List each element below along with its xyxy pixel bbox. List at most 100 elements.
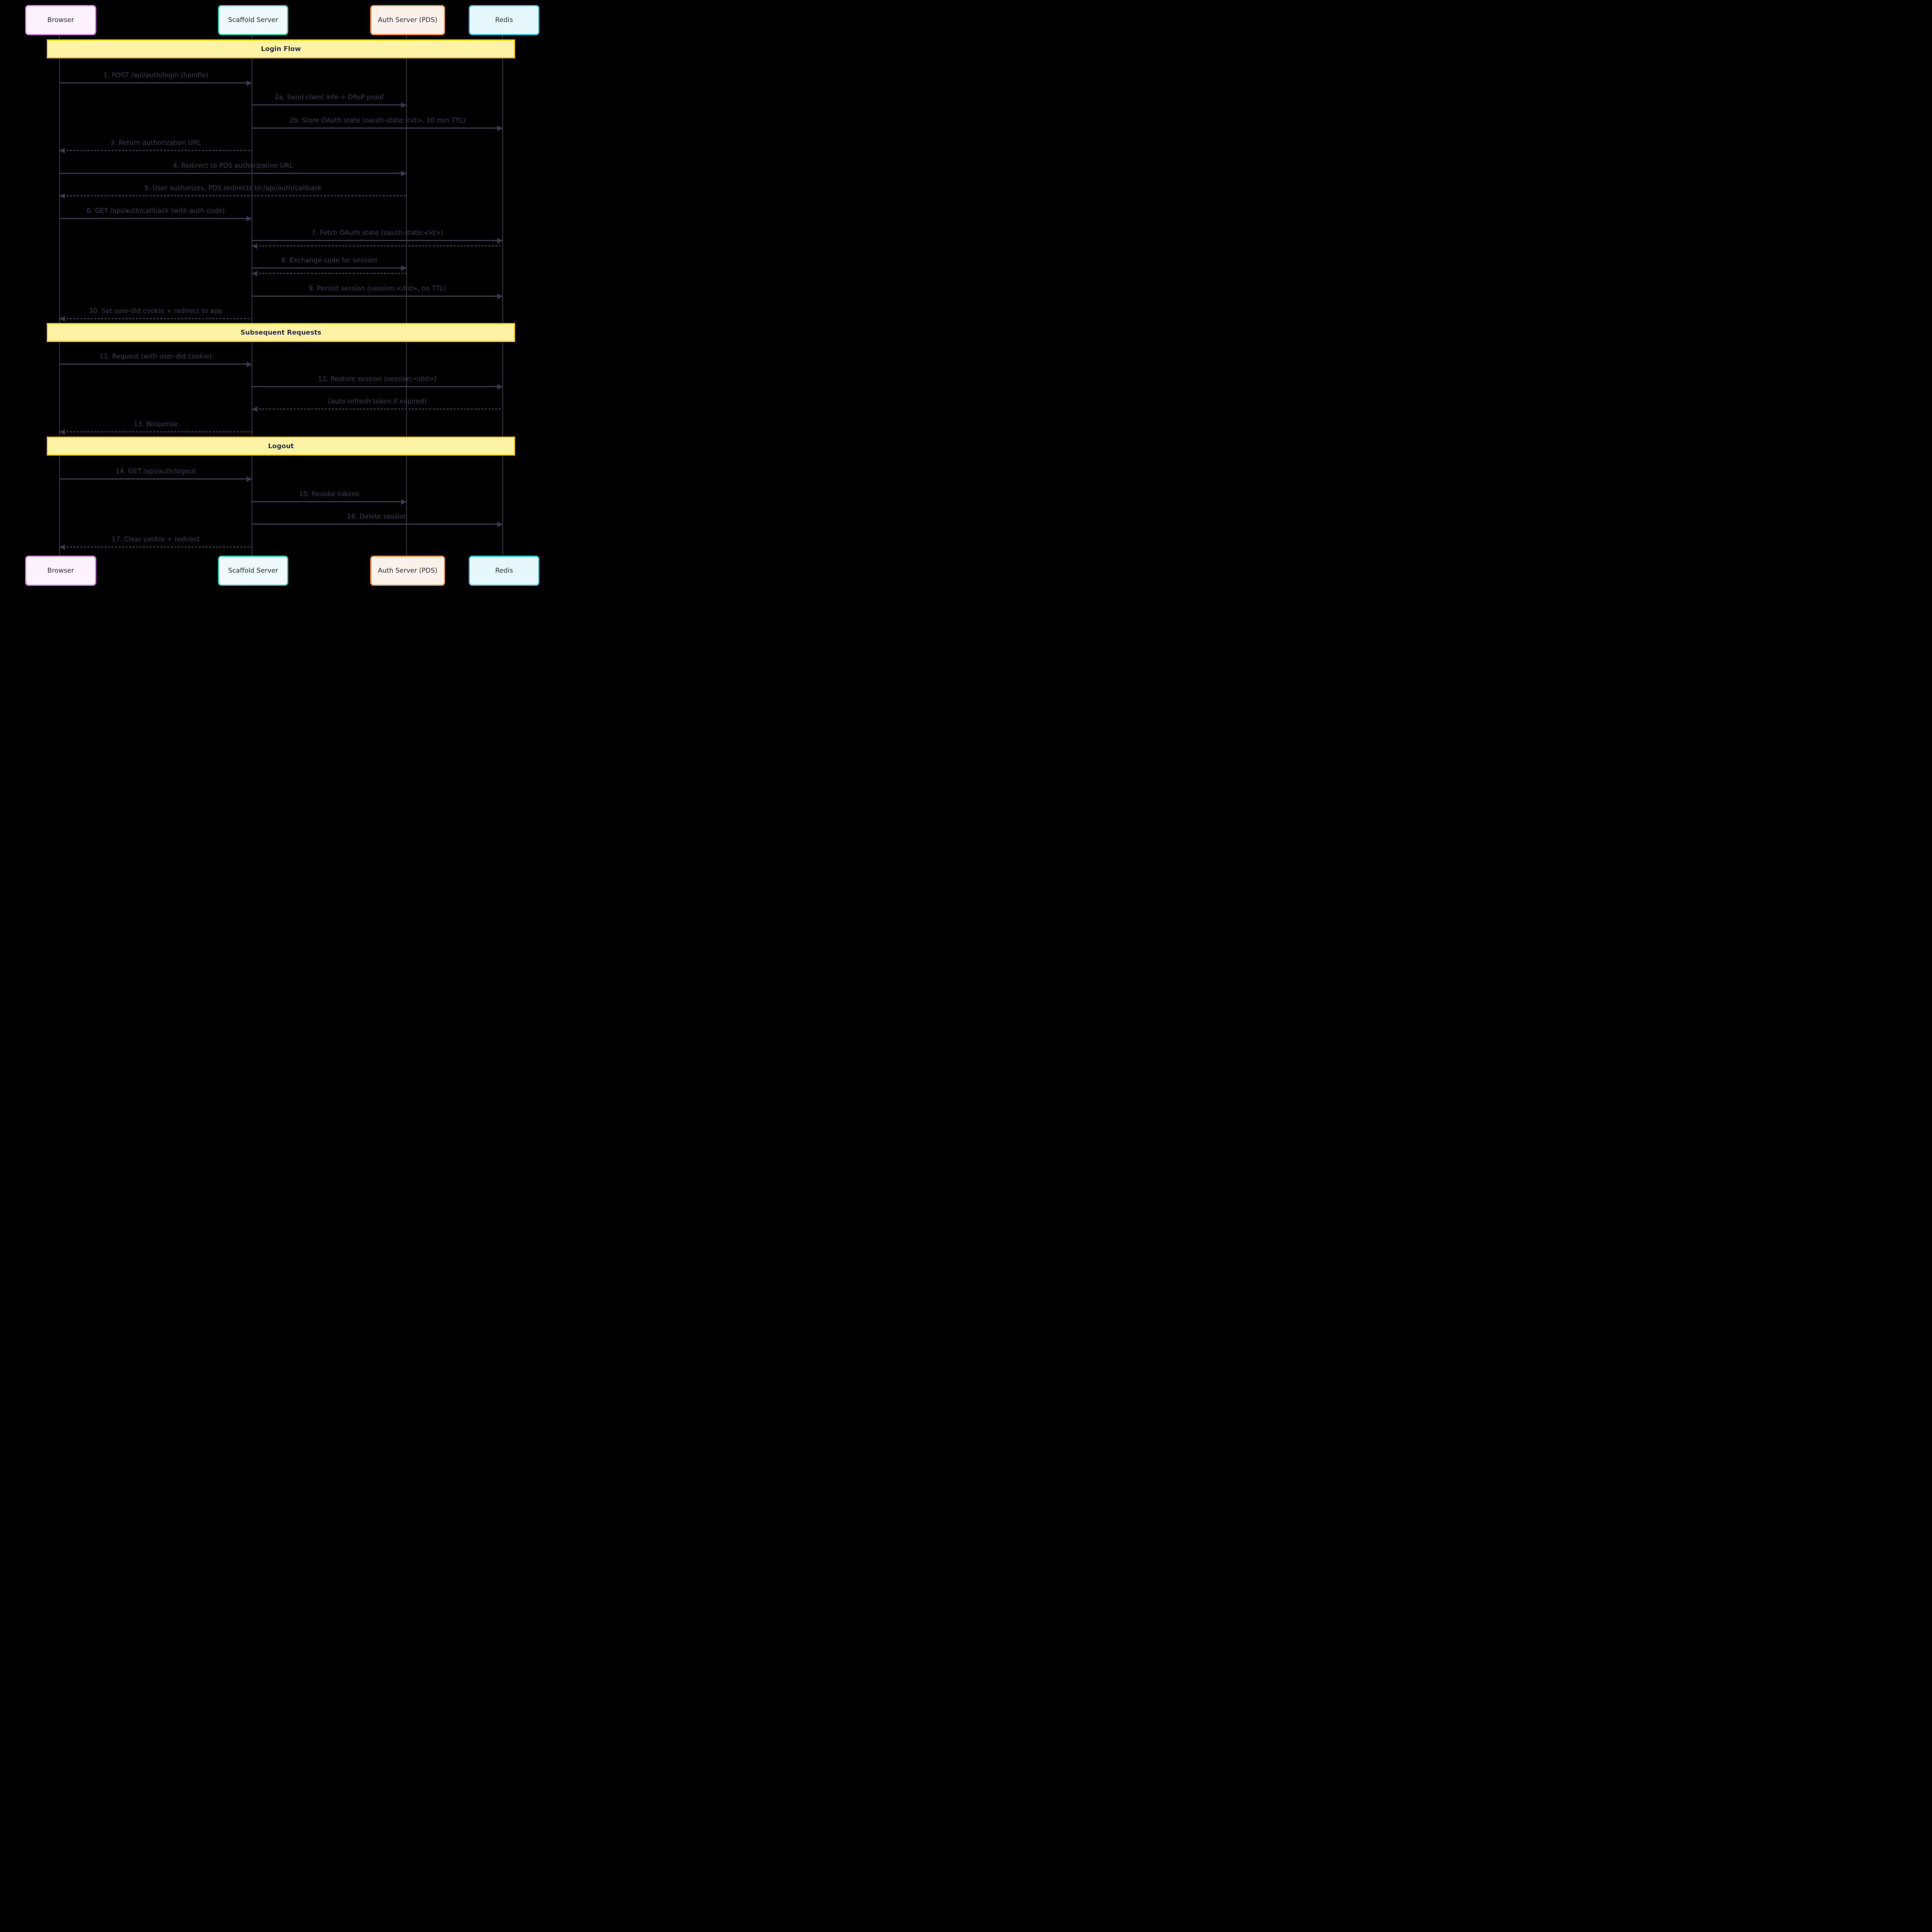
message-2a-line	[252, 104, 406, 105]
arrowhead-icon	[247, 476, 252, 482]
arrowhead-icon	[252, 271, 257, 276]
message-16-label: 16. Delete session	[347, 513, 408, 520]
message-1-label: 1. POST /api/auth/login (handle)	[103, 71, 208, 79]
message-5-line	[60, 195, 406, 196]
lifeline-browser	[59, 35, 60, 556]
arrowhead-icon	[60, 544, 65, 550]
message-11-line	[60, 364, 252, 365]
message-4: 4. Redirect to PDS authorization URL	[60, 162, 406, 176]
participant-redis-top: Redis	[469, 5, 539, 35]
arrowhead-icon	[497, 294, 503, 299]
arrowhead-icon	[497, 384, 503, 389]
message-8-label: 8. Exchange code for session	[281, 257, 378, 264]
message-10-label: 10. Set user-did cookie + redirect to ap…	[89, 307, 223, 315]
participant-redis-top-label: Redis	[495, 16, 513, 24]
arrowhead-icon	[497, 238, 503, 243]
participant-scaffold-server-top: Scaffold Server	[218, 5, 288, 35]
arrowhead-icon	[497, 126, 503, 131]
participant-auth-server-top-label: Auth Server (PDS)	[378, 16, 437, 24]
section-login-flow-label: Login Flow	[261, 45, 301, 53]
message-2b-label: 2b. Store OAuth state (oauth-state:<id>,…	[289, 117, 466, 124]
participant-scaffold-server-bottom: Scaffold Server	[218, 556, 288, 586]
message-5: 5. User authorizes, PDS redirects to /ap…	[60, 184, 406, 199]
arrowhead-icon	[497, 522, 503, 527]
message-8-return	[252, 271, 406, 276]
arrowhead-icon	[247, 362, 252, 367]
message-16: 16. Delete session	[252, 513, 503, 527]
message-2b: 2b. Store OAuth state (oauth-state:<id>,…	[252, 117, 503, 131]
arrowhead-icon	[60, 316, 65, 321]
message-7: 7. Fetch OAuth state (oauth-state:<id>)	[252, 229, 503, 243]
arrowhead-icon	[252, 243, 257, 249]
arrowhead-icon	[401, 171, 406, 176]
message-10-line	[60, 318, 252, 319]
message-8-line	[252, 267, 406, 269]
section-login-flow: Login Flow	[47, 39, 515, 58]
participant-scaffold-server-bottom-label: Scaffold Server	[228, 567, 278, 575]
message-8-return-line	[252, 273, 406, 274]
message-9: 9. Persist session (session:<did>, no TT…	[252, 285, 503, 299]
message-5-label: 5. User authorizes, PDS redirects to /ap…	[144, 184, 322, 192]
message-17-line	[60, 546, 252, 548]
message-7-return	[252, 243, 503, 249]
section-logout-label: Logout	[268, 442, 294, 450]
message-12-line	[252, 386, 503, 387]
participant-browser-top: Browser	[25, 5, 96, 35]
message-12-label: 12. Restore session (session:<did>)	[318, 375, 437, 383]
message-15-label: 15. Revoke tokens	[299, 490, 359, 498]
message-14: 14. GET /api/auth/logout	[60, 468, 252, 482]
arrowhead-icon	[247, 80, 252, 86]
message-13: 13. Response	[60, 420, 252, 435]
participant-redis-bottom: Redis	[469, 556, 539, 586]
message-4-line	[60, 173, 406, 174]
message-2b-line	[252, 128, 503, 129]
message-17-label: 17. Clear cookie + redirect	[111, 536, 200, 543]
message-9-label: 9. Persist session (session:<did>, no TT…	[308, 285, 446, 293]
message-1-line	[60, 82, 252, 83]
message-14-line	[60, 478, 252, 480]
message-8: 8. Exchange code for session	[252, 257, 406, 271]
message-15-line	[252, 501, 406, 502]
arrowhead-icon	[401, 499, 406, 505]
message-1: 1. POST /api/auth/login (handle)	[60, 71, 252, 86]
section-logout: Logout	[47, 437, 515, 456]
message-7-label: 7. Fetch OAuth state (oauth-state:<id>)	[311, 229, 444, 237]
message-3-label: 3. Return authorization URL	[110, 139, 201, 147]
arrowhead-icon	[60, 148, 65, 153]
message-10: 10. Set user-did cookie + redirect to ap…	[60, 307, 252, 321]
section-subsequent-requests-label: Subsequent Requests	[240, 328, 321, 337]
message-6-label: 6. GET /api/auth/callback (with auth cod…	[87, 207, 225, 215]
message-4-label: 4. Redirect to PDS authorization URL	[173, 162, 293, 170]
participant-auth-server-top: Auth Server (PDS)	[370, 5, 445, 35]
message-11-label: 11. Request (with user-did cookie)	[99, 353, 212, 361]
participant-browser-top-label: Browser	[47, 16, 74, 24]
sequence-diagram: 1. POST /api/auth/login (handle) 2a. Sen…	[0, 0, 562, 606]
participant-browser-bottom: Browser	[25, 556, 96, 586]
message-12: 12. Restore session (session:<did>)	[252, 375, 503, 389]
message-13-line	[60, 431, 252, 432]
arrowhead-icon	[401, 265, 406, 271]
message-7-line	[252, 240, 503, 241]
message-6: 6. GET /api/auth/callback (with auth cod…	[60, 207, 252, 221]
message-14-label: 14. GET /api/auth/logout	[116, 468, 196, 475]
participant-redis-bottom-label: Redis	[495, 567, 513, 575]
message-12-return-line	[252, 408, 503, 410]
message-12-return: (auto-refresh token if expired)	[252, 398, 503, 412]
message-3: 3. Return authorization URL	[60, 139, 252, 153]
message-13-label: 13. Response	[133, 420, 178, 428]
message-17: 17. Clear cookie + redirect	[60, 536, 252, 550]
arrowhead-icon	[247, 216, 252, 221]
participant-auth-server-bottom: Auth Server (PDS)	[370, 556, 445, 586]
section-subsequent-requests: Subsequent Requests	[47, 323, 515, 342]
message-3-line	[60, 150, 252, 151]
message-6-line	[60, 218, 252, 219]
message-12-return-label: (auto-refresh token if expired)	[328, 398, 427, 405]
participant-browser-bottom-label: Browser	[47, 567, 74, 575]
participant-scaffold-server-top-label: Scaffold Server	[228, 16, 278, 24]
message-2a-label: 2a. Send client info + DPoP proof	[274, 94, 384, 101]
message-16-line	[252, 524, 503, 525]
participant-auth-server-bottom-label: Auth Server (PDS)	[378, 567, 437, 575]
arrowhead-icon	[60, 193, 65, 199]
message-11: 11. Request (with user-did cookie)	[60, 353, 252, 367]
message-9-line	[252, 296, 503, 297]
